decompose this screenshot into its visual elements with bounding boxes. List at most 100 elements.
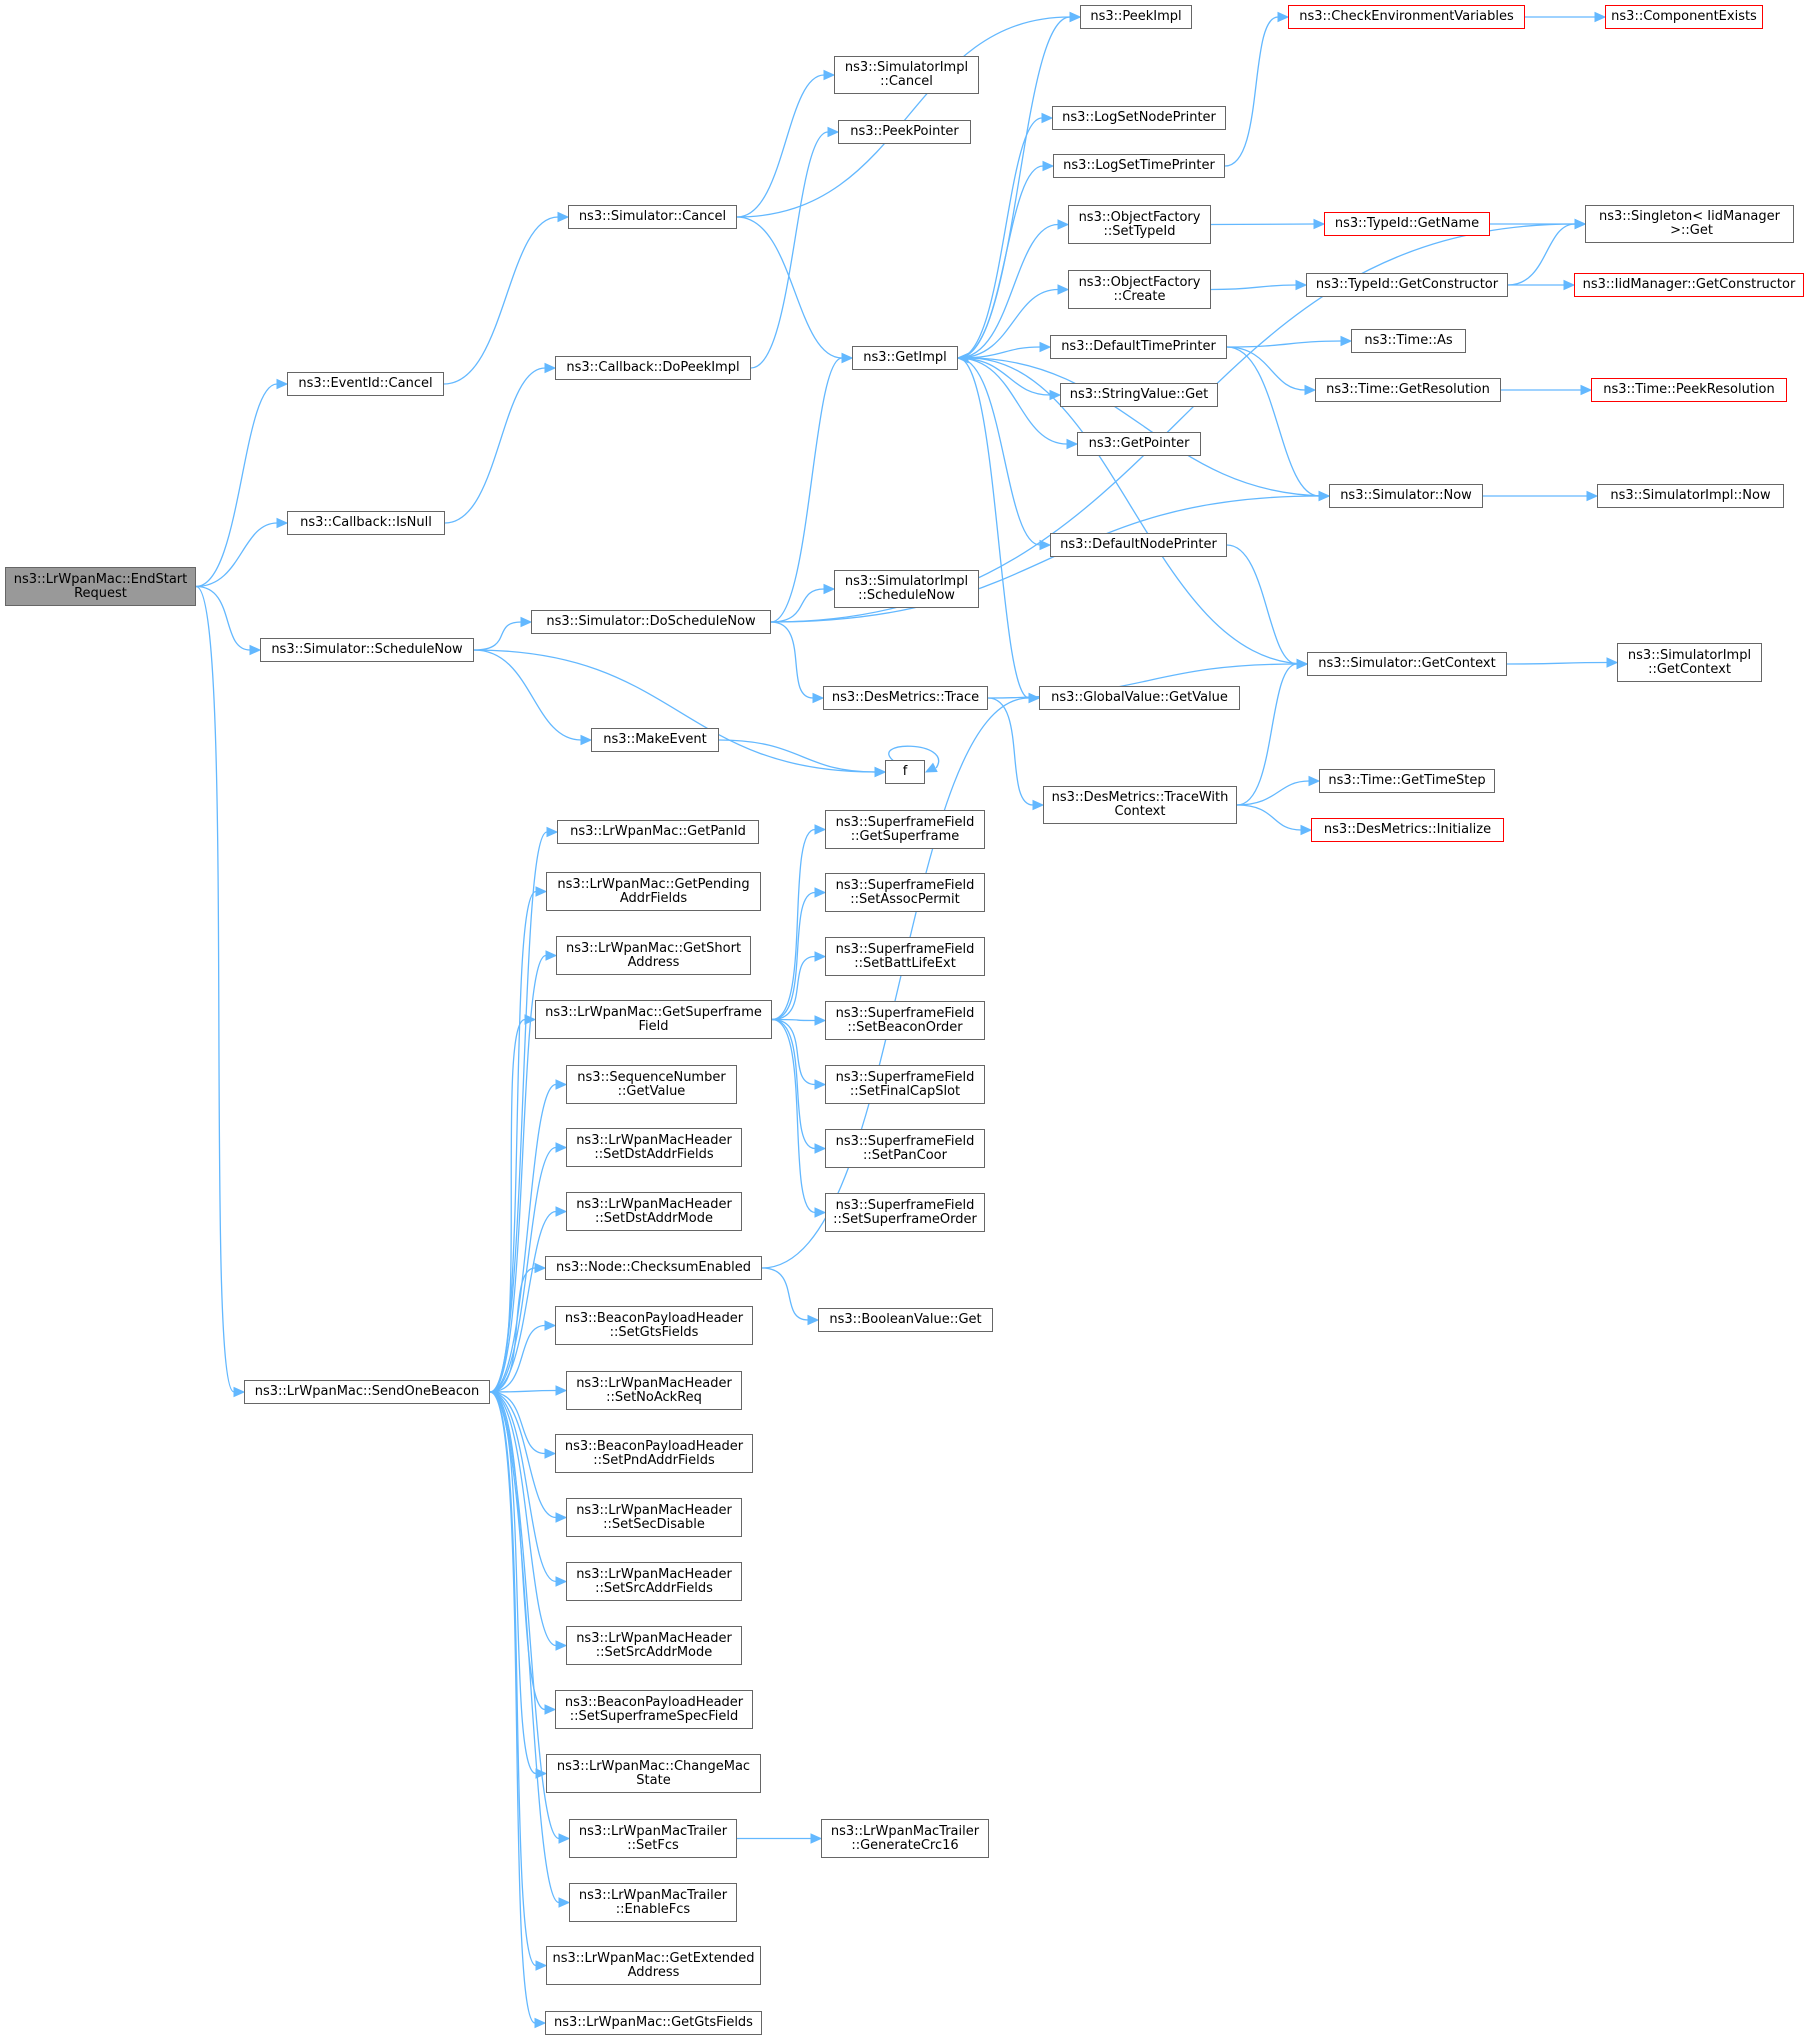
edge-arrowhead [555,1079,568,1090]
node-eventid-cancel[interactable]: ns3::EventId::Cancel [287,372,444,396]
node-peekpointer[interactable]: ns3::PeekPointer [838,120,971,144]
node-time-as[interactable]: ns3::Time::As [1351,329,1466,353]
node-simulatorimpl-schedulenow[interactable]: ns3::SimulatorImpl ::ScheduleNow [834,570,979,608]
edge-arrowhead [555,1640,568,1651]
node-trl-generatecrc16[interactable]: ns3::LrWpanMacTrailer ::GenerateCrc16 [821,1819,989,1858]
node-hdr-setdstaddrmode[interactable]: ns3::LrWpanMacHeader ::SetDstAddrMode [566,1192,742,1231]
node-logsetnodeprinter[interactable]: ns3::LogSetNodePrinter [1052,106,1226,130]
node-getimpl[interactable]: ns3::GetImpl [852,346,958,370]
node-logsettimeprinter[interactable]: ns3::LogSetTimePrinter [1053,154,1225,178]
edge-arrowhead [1028,692,1041,704]
node-simulator-getcontext[interactable]: ns3::Simulator::GetContext [1307,652,1507,676]
node-getgtsfields[interactable]: ns3::LrWpanMac::GetGtsFields [545,2011,762,2035]
node-sf-setbeaconorder[interactable]: ns3::SuperframeField ::SetBeaconOrder [825,1001,985,1040]
node-simulator-now[interactable]: ns3::Simulator::Now [1329,484,1483,508]
edge-arrowhead [1606,657,1619,668]
node-changemacstate[interactable]: ns3::LrWpanMac::ChangeMac State [546,1754,761,1793]
node-hdr-setnoackreq[interactable]: ns3::LrWpanMacHeader ::SetNoAckReq [566,1371,742,1410]
node-desmetrics-tracewithcontext[interactable]: ns3::DesMetrics::TraceWith Context [1043,786,1237,824]
node-trl-enablefcs[interactable]: ns3::LrWpanMacTrailer ::EnableFcs [569,1883,737,1922]
edge-getsuperframefield-to-sf-setpancoor [771,1018,816,1150]
node-sf-setpancoor[interactable]: ns3::SuperframeField ::SetPanCoor [825,1129,985,1168]
node-hdr-setsrcaddrmode[interactable]: ns3::LrWpanMacHeader ::SetSrcAddrMode [566,1626,742,1665]
edge-arrowhead [557,211,570,223]
node-getpointer[interactable]: ns3::GetPointer [1077,432,1201,456]
edge-makeevent-to-f [718,739,876,773]
edge-desmetrics-tracewithcontext-to-time-gettimestep [1236,780,1310,806]
node-sf-setassocpermit[interactable]: ns3::SuperframeField ::SetAssocPermit [825,873,985,912]
node-hdr-setsrcaddrfields[interactable]: ns3::LrWpanMacHeader ::SetSrcAddrFields [566,1562,742,1601]
node-f[interactable]: f [885,760,925,784]
node-sendonebeacon[interactable]: ns3::LrWpanMac::SendOneBeacon [244,1380,490,1404]
node-stringvalue-get[interactable]: ns3::StringValue::Get [1060,383,1218,407]
node-objectfactory-create[interactable]: ns3::ObjectFactory ::Create [1068,270,1211,309]
edge-sendonebeacon-to-hdr-setsrcaddrfields [489,1391,557,1583]
edge-arrowhead [1580,384,1593,396]
edge-arrowhead [558,1833,571,1844]
edge-sendonebeacon-to-getsuperframefield [489,1018,526,1393]
edge-arrowhead [555,1576,568,1587]
node-sf-setfinalcapslot[interactable]: ns3::SuperframeField ::SetFinalCapSlot [825,1065,985,1104]
node-bph-setgtsfields[interactable]: ns3::BeaconPayloadHeader ::SetGtsFields [555,1306,753,1345]
edge-arrowhead [1594,11,1607,23]
node-trl-setfcs[interactable]: ns3::LrWpanMacTrailer ::SetFcs [569,1819,737,1858]
edge-simulator-doschedulenow-to-simulatorimpl-schedulenow [770,588,825,623]
node-sf-setsuperframeorder[interactable]: ns3::SuperframeField ::SetSuperframeOrde… [825,1193,985,1232]
node-checkenvvars[interactable]: ns3::CheckEnvironmentVariables [1288,5,1525,29]
edge-arrowhead [558,1897,571,1908]
node-getsuperframefield[interactable]: ns3::LrWpanMac::GetSuperframe Field [535,1000,772,1039]
edge-getimpl-to-globalvalue-getvalue [957,357,1030,699]
node-time-getresolution[interactable]: ns3::Time::GetResolution [1315,378,1501,402]
edge-node-checksumenabled-to-booleanvalue-get [761,1267,809,1321]
node-time-peekresolution[interactable]: ns3::Time::PeekResolution [1591,378,1787,402]
edge-arrowhead [544,1448,557,1459]
node-sf-setbattlifeext[interactable]: ns3::SuperframeField ::SetBattLifeExt [825,937,985,976]
node-getshortaddress[interactable]: ns3::LrWpanMac::GetShort Address [556,936,751,975]
edge-arrowhead [249,644,262,656]
node-desmetrics-trace[interactable]: ns3::DesMetrics::Trace [823,686,988,710]
edge-arrowhead [535,1960,548,1971]
node-time-gettimestep[interactable]: ns3::Time::GetTimeStep [1319,769,1495,793]
edge-arrowhead [1308,775,1321,787]
node-componentexists[interactable]: ns3::ComponentExists [1605,5,1763,29]
node-simulatorimpl-getcontext[interactable]: ns3::SimulatorImpl ::GetContext [1617,643,1762,682]
node-getextendedaddress[interactable]: ns3::LrWpanMac::GetExtended Address [546,1946,761,1985]
node-node-checksumenabled[interactable]: ns3::Node::ChecksumEnabled [545,1256,762,1280]
node-desmetrics-initialize[interactable]: ns3::DesMetrics::Initialize [1311,818,1504,842]
node-bph-setsuperframespecfield[interactable]: ns3::BeaconPayloadHeader ::SetSuperframe… [555,1690,753,1729]
node-defaultnodeprinter[interactable]: ns3::DefaultNodePrinter [1050,533,1227,557]
node-sequencenumber-getvalue[interactable]: ns3::SequenceNumber ::GetValue [566,1065,737,1104]
node-typeid-getconstructor[interactable]: ns3::TypeId::GetConstructor [1306,273,1508,297]
edge-arrowhead [1032,799,1045,811]
node-iidmanager-getconstructor[interactable]: ns3::IidManager::GetConstructor [1574,273,1804,297]
node-objectfactory-settypeid[interactable]: ns3::ObjectFactory ::SetTypeId [1068,205,1211,244]
node-globalvalue-getvalue[interactable]: ns3::GlobalValue::GetValue [1039,686,1240,710]
node-getpendingaddrfields[interactable]: ns3::LrWpanMac::GetPending AddrFields [546,872,761,911]
node-simulator-doschedulenow[interactable]: ns3::Simulator::DoScheduleNow [531,610,771,634]
node-callback-dopeekimpl[interactable]: ns3::Callback::DoPeekImpl [555,356,751,380]
edge-arrowhead [1340,335,1353,347]
node-hdr-setsecdisable[interactable]: ns3::LrWpanMacHeader ::SetSecDisable [566,1498,742,1537]
edge-arrowhead [812,692,825,704]
edge-arrowhead [814,1143,827,1154]
node-simulator-cancel[interactable]: ns3::Simulator::Cancel [568,205,737,229]
node-sf-getsuperframe[interactable]: ns3::SuperframeField ::GetSuperframe [825,810,985,849]
node-getpanid[interactable]: ns3::LrWpanMac::GetPanId [557,820,759,844]
edge-simulator-cancel-to-simulatorimpl-cancel [736,74,825,218]
node-typeid-getname[interactable]: ns3::TypeId::GetName [1324,212,1490,236]
node-simulator-schedulenow[interactable]: ns3::Simulator::ScheduleNow [260,638,474,662]
node-booleanvalue-get[interactable]: ns3::BooleanValue::Get [818,1308,993,1332]
node-simulatorimpl-now[interactable]: ns3::SimulatorImpl::Now [1597,484,1784,508]
node-callback-isnull[interactable]: ns3::Callback::IsNull [287,511,445,535]
edge-simulator-schedulenow-to-f [473,649,876,773]
node-simulatorimpl-cancel[interactable]: ns3::SimulatorImpl ::Cancel [834,56,979,94]
edge-arrowhead [814,887,827,898]
edge-arrowhead [814,1015,827,1026]
node-hdr-setdstaddrfields[interactable]: ns3::LrWpanMacHeader ::SetDstAddrFields [566,1128,742,1167]
node-singleton-get[interactable]: ns3::Singleton< IidManager >::Get [1585,205,1794,243]
node-makeevent[interactable]: ns3::MakeEvent [591,728,719,752]
node-peekimpl[interactable]: ns3::PeekImpl [1080,5,1192,29]
node-defaulttimeprinter[interactable]: ns3::DefaultTimePrinter [1050,335,1227,359]
node-bph-setpndaddrfields[interactable]: ns3::BeaconPayloadHeader ::SetPndAddrFie… [555,1434,753,1473]
edge-objectfactory-create-to-typeid-getconstructor [1210,284,1297,291]
